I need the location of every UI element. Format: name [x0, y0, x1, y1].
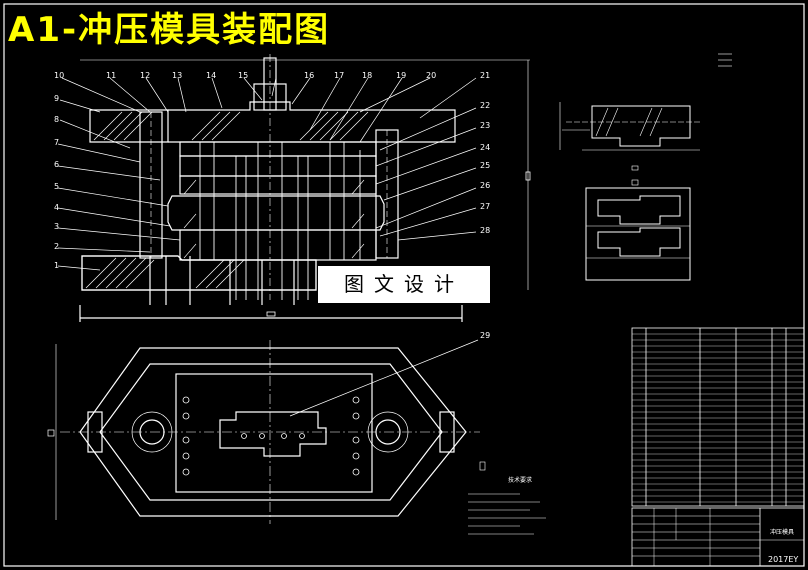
drawing-frame	[3, 3, 805, 567]
tech-requirements-heading: 技术要求	[508, 476, 532, 484]
tech-requirements: 技术要求	[468, 461, 546, 535]
part-label: 3	[54, 222, 59, 231]
bill-of-materials	[631, 327, 805, 507]
part-label: 19	[396, 71, 406, 80]
drawing-code: 2017EY	[768, 555, 798, 564]
part-label: 21	[480, 71, 490, 80]
part-label: 17	[334, 71, 344, 80]
part-label: 5	[54, 182, 59, 191]
part-detail-view	[559, 53, 732, 281]
part-label: 9	[54, 94, 59, 103]
part-label: 7	[54, 138, 59, 147]
part-label: 4	[54, 203, 59, 212]
part-label: 18	[362, 71, 372, 80]
part-label: 1	[54, 261, 59, 270]
part-label: 23	[480, 121, 490, 130]
part-label: 25	[480, 161, 490, 170]
drawing-name: 冲压模具	[770, 528, 794, 536]
plan-view	[47, 339, 480, 524]
part-label: 2	[54, 242, 59, 251]
part-label: 14	[206, 71, 216, 80]
part-label: 6	[54, 160, 59, 169]
part-label: 27	[480, 202, 490, 211]
part-label: 10	[54, 71, 64, 80]
part-label: 22	[480, 101, 490, 110]
part-label: 24	[480, 143, 490, 152]
part-label: 8	[54, 115, 59, 124]
watermark-label: 图文设计	[318, 266, 490, 303]
part-label: 11	[106, 71, 116, 80]
part-label: 28	[480, 226, 490, 235]
part-label: 12	[140, 71, 150, 80]
title-block	[631, 507, 805, 567]
part-label: 15	[238, 71, 248, 80]
page-title: A1-冲压模具装配图	[8, 10, 331, 50]
part-label: 13	[172, 71, 182, 80]
part-label: 26	[480, 181, 490, 190]
front-section-view	[57, 54, 531, 322]
part-label: 29	[480, 331, 490, 340]
part-label: 20	[426, 71, 436, 80]
part-label: 16	[304, 71, 314, 80]
part-labels: 1 2 3 4 5 6 7 8 9 10 11 12 13 14 15 16 1…	[54, 71, 490, 340]
